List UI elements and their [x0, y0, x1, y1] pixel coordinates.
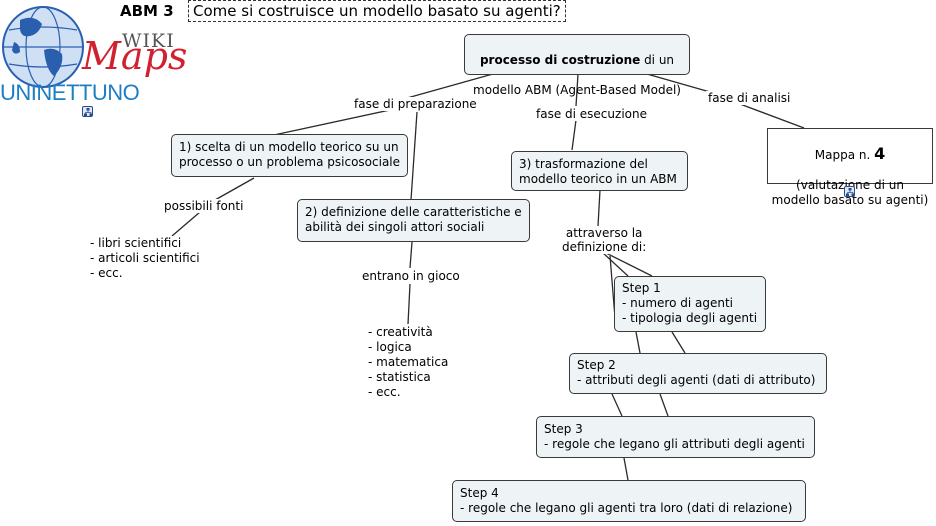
root-node[interactable]: processo di costruzione di un modello AB… [464, 34, 690, 97]
logo-brand-text: UNINETTUNO [0, 80, 140, 105]
mappa-number: 4 [874, 144, 886, 163]
wikimaps-logo: WIKI Maps UNINETTUNO [0, 0, 188, 105]
logo-wiki-text: WIKI [122, 30, 175, 52]
map-4-link-icon[interactable] [844, 186, 855, 197]
label-possibili-fonti: possibili fonti [162, 199, 246, 213]
map-question: Come si costruisce un modello basato su … [188, 0, 566, 22]
node-trasformazione[interactable]: 3) trasformazione del modello teorico in… [511, 151, 688, 191]
label-fase-preparazione: fase di preparazione [352, 97, 479, 111]
label-fase-esecuzione: fase di esecuzione [534, 107, 649, 121]
root-node-line2: modello ABM (Agent-Based Model) [473, 83, 681, 97]
label-fase-analisi: fase di analisi [706, 91, 793, 105]
root-node-bold: processo di costruzione [479, 53, 641, 67]
label-entrano-in-gioco: entrano in gioco [360, 269, 462, 283]
list-possibili-fonti: - libri scientifici - articoli scientifi… [90, 236, 200, 281]
map-code: ABM 3 [120, 2, 174, 20]
node-step-3[interactable]: Step 3 - regole che legano gli attributi… [536, 416, 815, 458]
node-scelta-modello[interactable]: 1) scelta di un modello teorico su un pr… [171, 134, 408, 177]
label-attraverso: attraverso la definizione di: [560, 226, 649, 254]
globe-icon [2, 6, 84, 88]
node-mappa-4[interactable]: Mappa n. 4 (valutazione di un modello ba… [767, 128, 933, 207]
map-link-icon[interactable] [82, 106, 93, 117]
node-definizione-attori[interactable]: 2) definizione delle caratteristiche e a… [297, 199, 530, 242]
logo-maps-text: Maps [82, 34, 188, 78]
list-entrano-in-gioco: - creatività - logica - matematica - sta… [368, 325, 449, 400]
root-node-rest: di un [640, 53, 675, 67]
node-step-2[interactable]: Step 2 - attributi degli agenti (dati di… [569, 353, 827, 394]
node-step-1[interactable]: Step 1 - numero di agenti - tipologia de… [614, 276, 766, 332]
node-step-4[interactable]: Step 4 - regole che legano gli agenti tr… [452, 480, 806, 522]
mappa-label: Mappa n. [814, 148, 875, 162]
